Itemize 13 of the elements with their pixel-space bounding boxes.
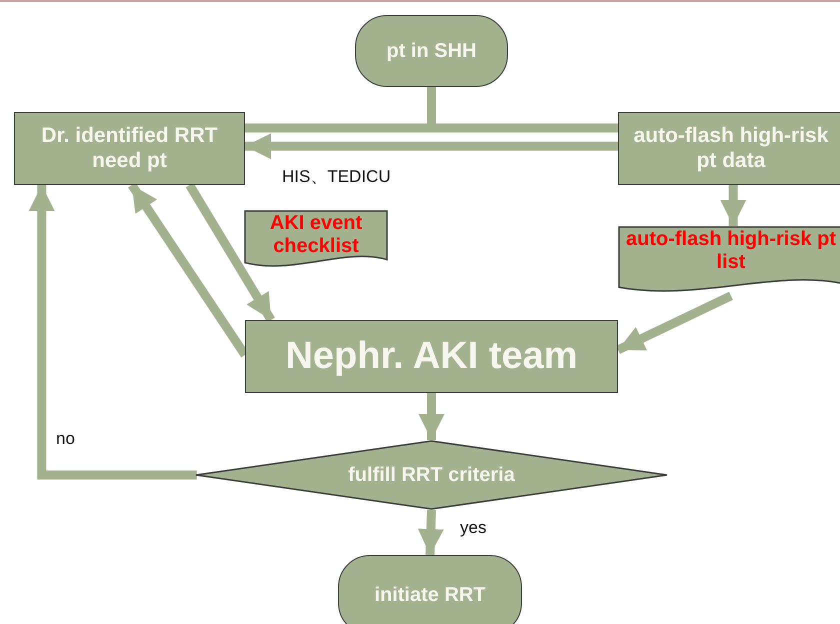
decision-diamond: fulfill RRT criteria [195,440,668,510]
process-box: auto-flash high-risk pt data [618,112,840,185]
arrow [616,292,733,354]
start-terminal: pt in SHH [355,15,508,87]
process-box: Dr. identified RRT need pt [14,112,245,185]
arrow [186,182,275,322]
arrow [418,393,444,440]
arrow [28,185,197,480]
arrow [720,185,746,226]
process-box: Nephr. AKI team [245,320,618,393]
end-terminal: initiate RRT [338,555,522,624]
arrow [418,510,444,556]
arrow [245,133,618,160]
